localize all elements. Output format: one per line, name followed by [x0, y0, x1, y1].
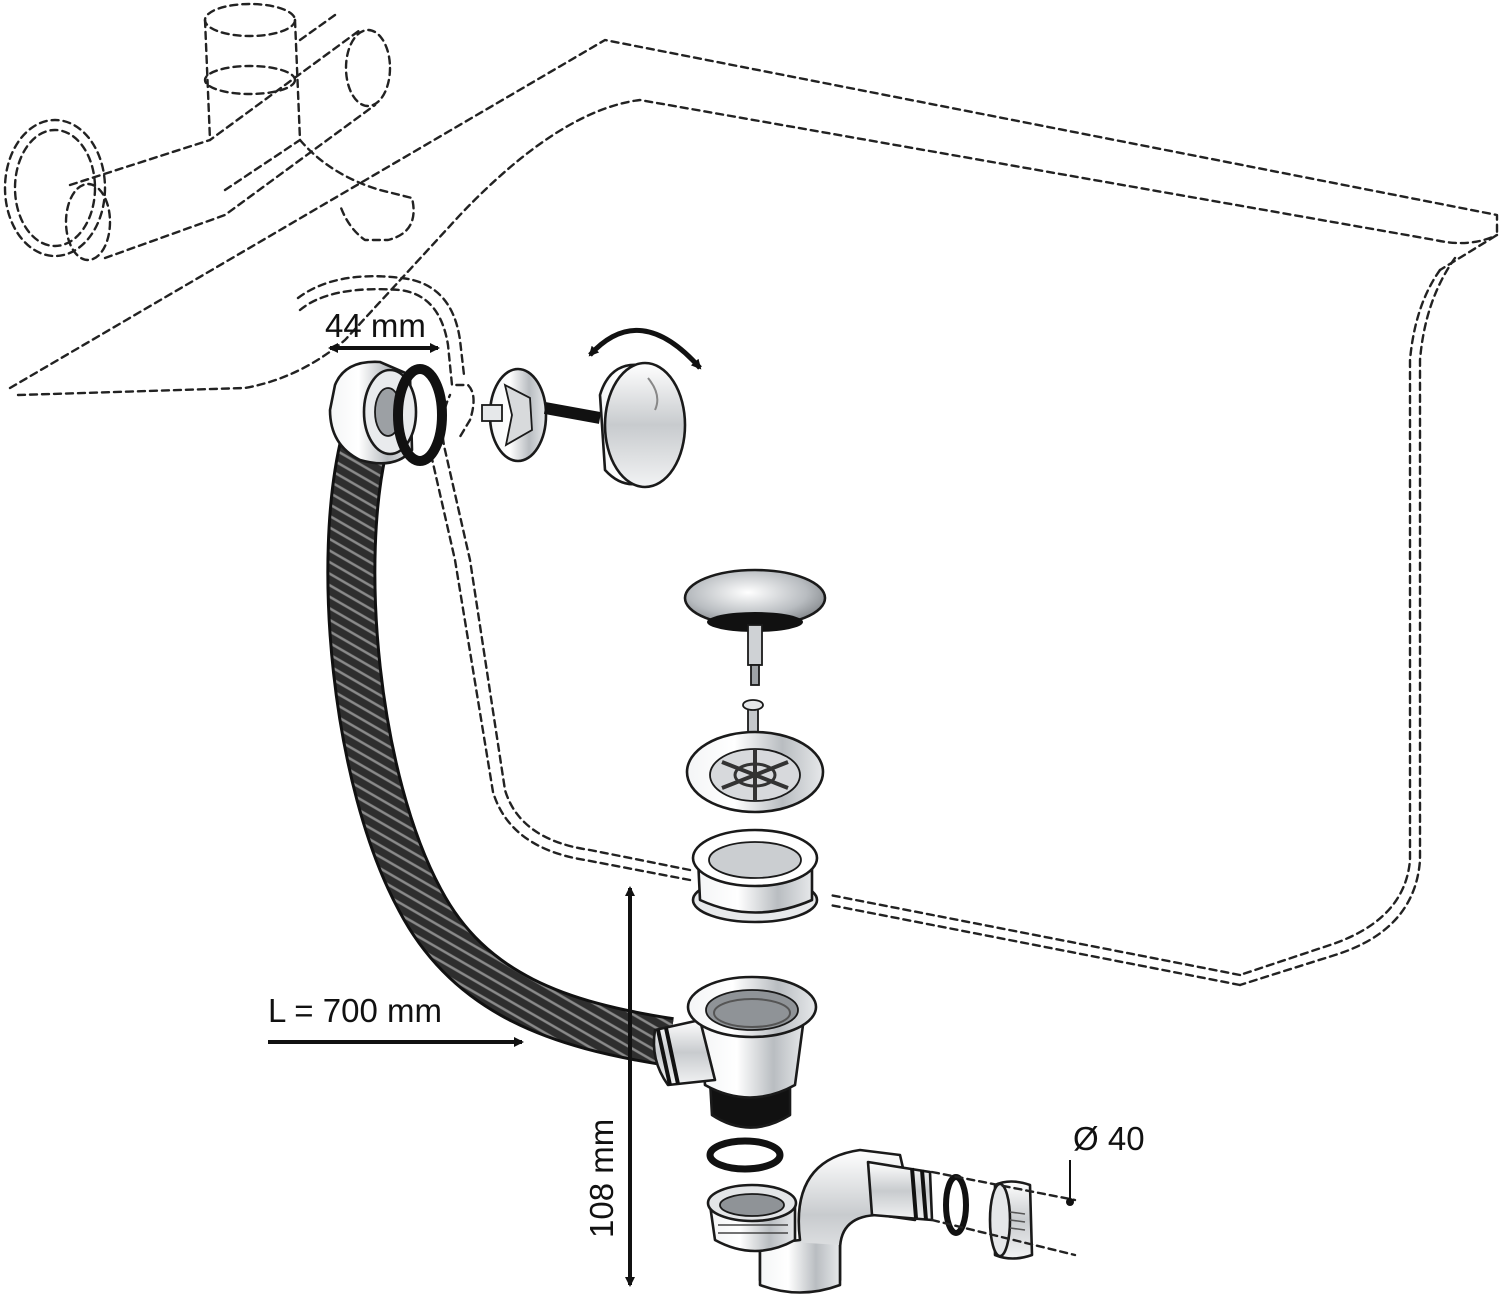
overflow-body	[328, 360, 447, 466]
upper-flange	[691, 828, 819, 924]
siphon-trap	[706, 1148, 934, 1294]
hose-length-label: L = 700 mm	[268, 992, 442, 1029]
overflow-rotor-plate	[481, 367, 602, 463]
dimension-diameter	[1066, 1160, 1074, 1206]
outlet-diameter-label: Ø 40	[1073, 1120, 1145, 1157]
o-ring	[706, 1137, 784, 1173]
overflow-gasket	[393, 364, 447, 466]
outlet-pipe-outline	[930, 1170, 1077, 1257]
drain-height-label: 108 mm	[583, 1119, 620, 1238]
waste-body	[652, 975, 818, 1129]
mixer-tap-outline	[3, 2, 415, 262]
overflow-cap	[598, 361, 687, 489]
rotation-arrow	[588, 327, 702, 370]
overflow-width-label: 44 mm	[325, 307, 426, 344]
compression-nut	[988, 1180, 1034, 1260]
flexible-hose	[326, 433, 674, 1067]
plug-stopper	[683, 568, 827, 686]
strainer-grate	[685, 699, 825, 814]
